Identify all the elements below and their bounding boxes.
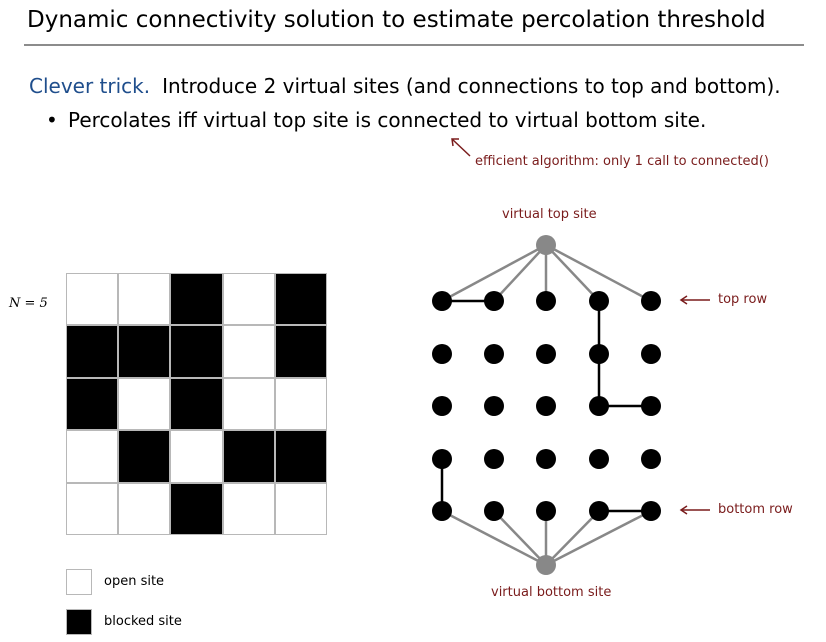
site-node	[536, 396, 556, 416]
site-node	[641, 344, 661, 364]
site-node	[641, 449, 661, 469]
site-node	[641, 396, 661, 416]
clever-trick-label: Clever trick.	[29, 74, 151, 98]
site-node	[536, 501, 556, 521]
site-node	[484, 449, 504, 469]
grid-cell-open	[222, 482, 275, 535]
grid-cell-open	[222, 325, 275, 378]
grid-cell-blocked	[170, 273, 223, 326]
site-node	[536, 449, 556, 469]
blocked-site-legend: blocked site	[104, 614, 182, 629]
site-node	[641, 501, 661, 521]
open-site-legend: open site	[104, 574, 165, 589]
slide-title: Dynamic connectivity solution to estimat…	[27, 7, 766, 33]
grid-cell-blocked	[118, 430, 171, 483]
virtual-top-edge	[493, 244, 547, 302]
grid-cell-blocked	[274, 273, 327, 326]
site-node	[484, 344, 504, 364]
blocked-site-swatch	[66, 609, 92, 635]
virtual-bottom-label: virtual bottom site	[491, 585, 612, 600]
bullet-item: • Percolates iff virtual top site is conn…	[46, 106, 706, 134]
top-row-label: top row	[718, 292, 768, 307]
grid-cell-blocked	[66, 325, 119, 378]
open-site-swatch	[66, 569, 92, 595]
trick-line: Clever trick. Introduce 2 virtual sites (…	[29, 72, 781, 100]
trick-text: Introduce 2 virtual sites (and connectio…	[162, 74, 781, 98]
virtual-bottom-edge	[493, 510, 547, 566]
grid-cell-open	[170, 430, 223, 483]
efficiency-annotation: efficient algorithm: only 1 call to conn…	[475, 154, 769, 169]
site-node	[641, 291, 661, 311]
virtual-bottom-edge	[545, 510, 600, 566]
virtual-top-edge	[441, 243, 547, 303]
site-node	[484, 396, 504, 416]
site-node	[589, 291, 609, 311]
grid-cell-open	[222, 377, 275, 431]
grid-cell-blocked	[170, 482, 223, 535]
n-label: N = 5	[9, 296, 48, 311]
grid-cell-blocked	[222, 430, 275, 483]
grid-cell-open	[118, 377, 171, 431]
grid-cell-open	[66, 482, 119, 535]
bottom-row-label: bottom row	[718, 502, 793, 517]
virtual-bottom-site	[536, 555, 556, 575]
grid-cell-blocked	[66, 377, 119, 431]
grid-cell-open	[118, 273, 171, 326]
site-node	[589, 501, 609, 521]
site-node	[536, 291, 556, 311]
site-node	[484, 501, 504, 521]
virtual-top-label: virtual top site	[502, 207, 597, 222]
bullet-text: Percolates iff virtual top site is conne…	[68, 108, 707, 132]
annotation-arrowhead	[451, 138, 459, 147]
grid-cell-open	[222, 273, 275, 326]
bottom-row-arrow-head	[679, 505, 688, 515]
site-node	[432, 291, 452, 311]
title-divider	[24, 44, 804, 46]
site-node	[536, 344, 556, 364]
annotation-arrow	[451, 138, 471, 157]
grid-cell-blocked	[118, 325, 171, 378]
virtual-bottom-edge	[441, 509, 547, 567]
virtual-bottom-edge	[545, 509, 652, 567]
virtual-top-edge	[545, 244, 600, 302]
grid-cell-blocked	[274, 325, 327, 378]
grid-cell-blocked	[170, 325, 223, 378]
grid-cell-open	[66, 430, 119, 483]
site-node	[432, 449, 452, 469]
site-node	[589, 396, 609, 416]
site-node	[589, 449, 609, 469]
virtual-top-site	[536, 235, 556, 255]
grid-cell-blocked	[274, 430, 327, 483]
grid-cell-open	[274, 482, 327, 535]
site-node	[432, 344, 452, 364]
grid-cell-open	[274, 377, 327, 431]
grid-cell-open	[118, 482, 171, 535]
grid-cell-blocked	[170, 377, 223, 431]
grid-cell-open	[66, 273, 119, 326]
virtual-top-edge	[545, 243, 652, 303]
site-node	[432, 501, 452, 521]
percolation-grid	[66, 273, 327, 535]
bullet-glyph: •	[46, 108, 58, 132]
site-node	[589, 344, 609, 364]
top-row-arrow-head	[679, 295, 688, 305]
site-node	[432, 396, 452, 416]
site-node	[484, 291, 504, 311]
